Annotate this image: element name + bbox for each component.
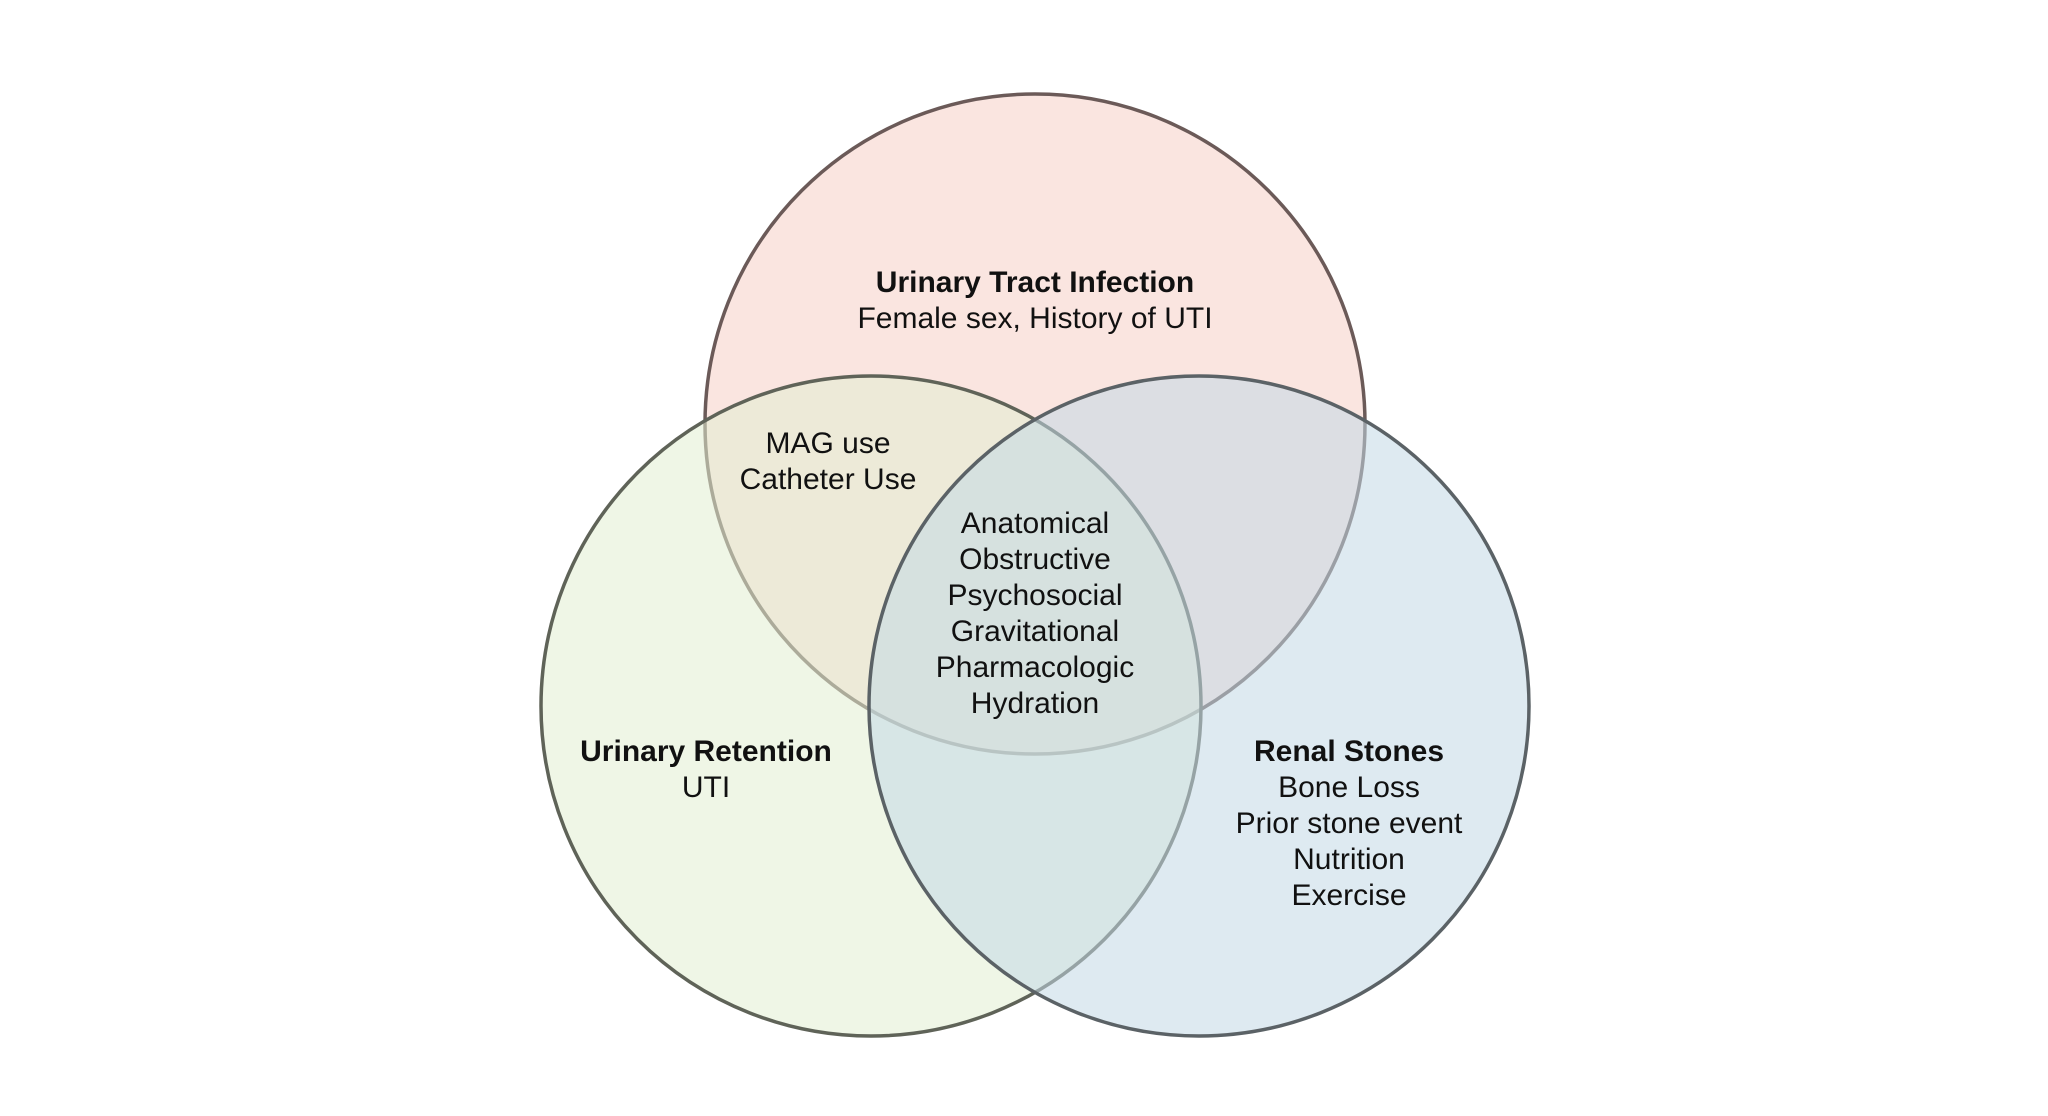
stones-item: Exercise [1291,879,1406,912]
retention-title: Urinary Retention [580,735,832,768]
uti-retention-item: MAG use [765,427,890,460]
stones-circle [867,374,1531,1038]
uti-title: Urinary Tract Infection [876,266,1194,299]
uti-item: Female sex, History of UTI [857,302,1212,335]
stones-title: Renal Stones [1254,735,1444,768]
center-item: Psychosocial [947,579,1122,612]
center-item: Obstructive [959,543,1111,576]
stones-item: Prior stone event [1236,807,1463,840]
center-item: Anatomical [961,507,1109,540]
center-item: Hydration [971,687,1099,720]
retention-item: UTI [682,771,730,804]
stones-item: Nutrition [1293,843,1405,876]
center-item: Gravitational [951,615,1119,648]
stones-item: Bone Loss [1278,771,1420,804]
center-item: Pharmacologic [936,651,1134,684]
uti-retention-item: Catheter Use [740,463,917,496]
